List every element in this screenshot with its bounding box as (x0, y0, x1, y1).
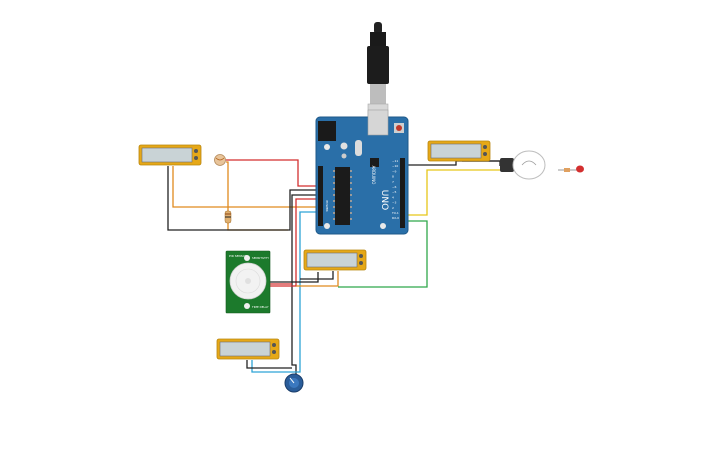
pir-top-right-label: SENSITIVITY (252, 256, 269, 260)
multimeter[interactable] (216, 338, 280, 360)
pin-label: TX-1 (391, 211, 399, 215)
pin-label: ~5 (392, 190, 397, 194)
pir-sensor[interactable]: PIR SENSOR SENSITIVITY TIME DELAY (225, 250, 271, 314)
wire-red-photoresistor[interactable] (226, 159, 320, 187)
wire-black-bulb[interactable] (405, 160, 501, 166)
wire-black-pir[interactable] (270, 272, 319, 283)
board-uno-label: UNO (379, 190, 389, 210)
light-bulb[interactable] (500, 150, 546, 180)
wire-black-meter4[interactable] (246, 360, 292, 369)
pin-label: 4 (392, 195, 394, 199)
multimeter[interactable] (138, 144, 202, 166)
pin-label: RX-0 (392, 216, 399, 220)
wire-green[interactable] (338, 220, 428, 288)
pin-label: 8 (392, 175, 394, 179)
board-power-label: POWER (325, 200, 329, 211)
wire-black-bus[interactable] (291, 194, 320, 375)
wire-orange-meter1[interactable] (172, 166, 320, 208)
wire-red-bus[interactable] (270, 198, 320, 287)
wires (167, 159, 501, 375)
pir-top-label: PIR SENSOR (229, 254, 247, 258)
multimeter[interactable] (303, 249, 367, 271)
led[interactable] (558, 165, 584, 173)
wire-orange-photoresistor[interactable] (226, 161, 288, 231)
board-brand-label: ARDUINO (371, 166, 376, 185)
wire-yellow[interactable] (405, 169, 500, 216)
resistor[interactable] (224, 210, 232, 224)
pin-label: ~11 (392, 159, 398, 163)
pin-label: ~6 (392, 185, 397, 189)
multimeter[interactable] (427, 140, 491, 162)
photoresistor[interactable] (214, 154, 226, 166)
pin-label: ~10 (392, 164, 398, 168)
wire-black-meter1[interactable] (167, 166, 320, 231)
pir-bottom-right-label: TIME DELAY (251, 305, 269, 309)
pin-label: 2 (392, 206, 394, 210)
wire-orange-meter3[interactable] (296, 271, 339, 287)
pin-label: ~9 (392, 169, 397, 173)
arduino-uno[interactable]: UNO ARDUINO POWER ~11~10~9 87~6~54 ~32TX-1… (315, 109, 409, 235)
potentiometer[interactable] (284, 373, 304, 393)
wire-black-meter3[interactable] (300, 271, 334, 280)
pin-label: ~3 (392, 201, 397, 205)
pin-label: 7 (392, 180, 394, 184)
